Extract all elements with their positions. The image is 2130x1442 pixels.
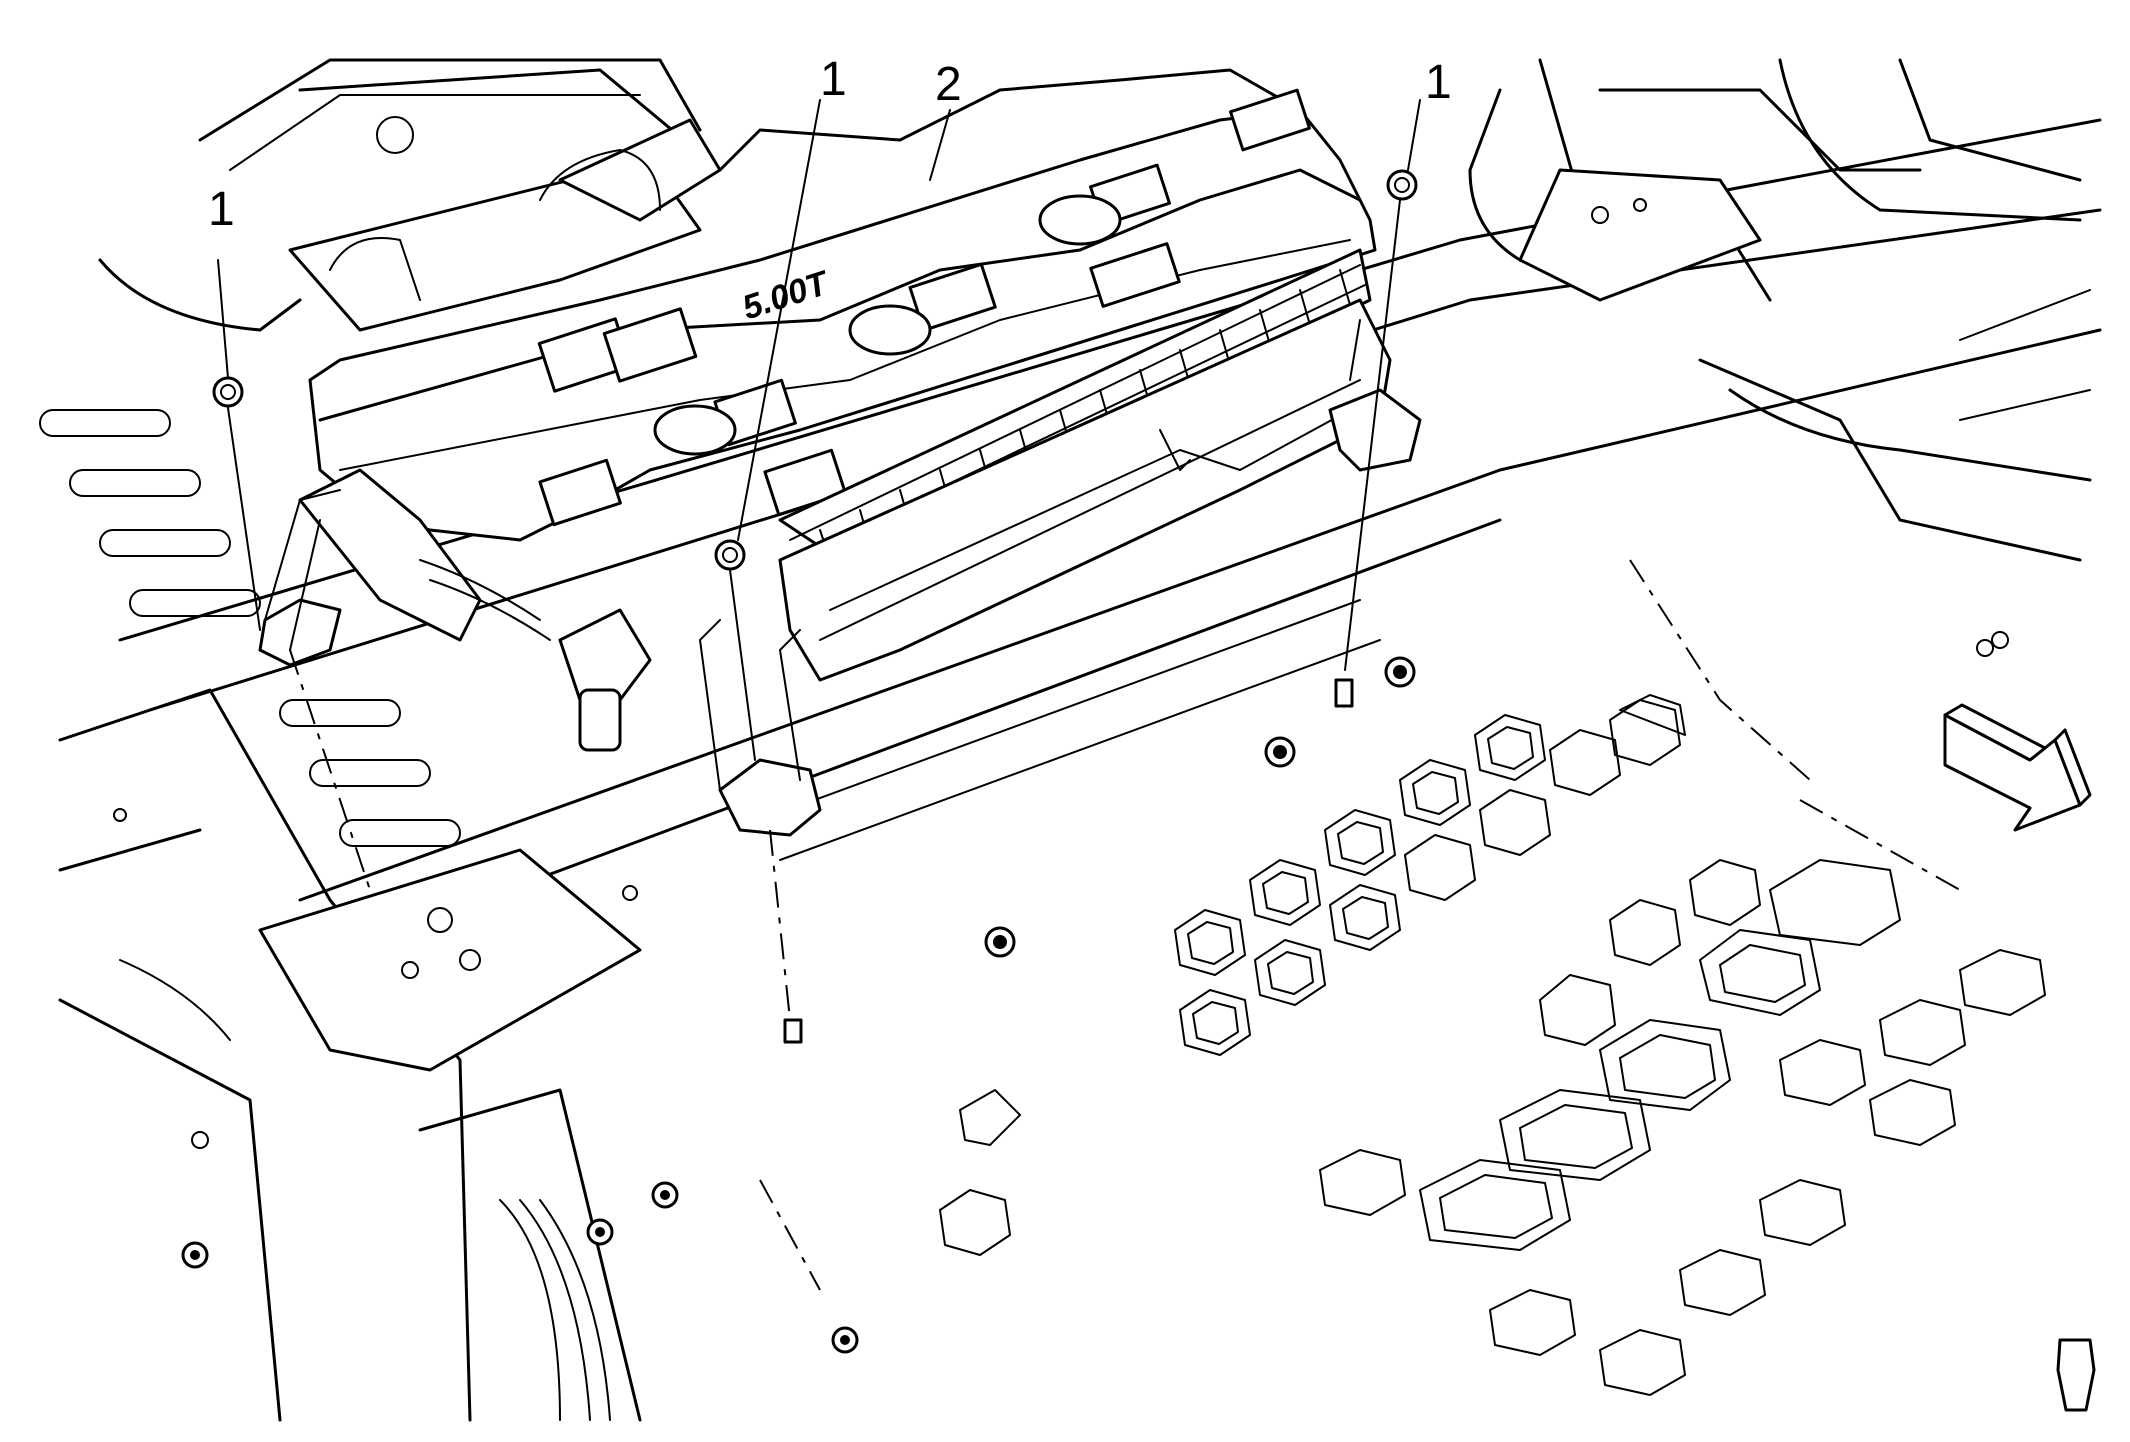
vent-grille — [789, 264, 1366, 561]
callout-module: 2 — [935, 58, 962, 111]
fastener-left — [212, 259, 371, 891]
front-direction-arrow-icon — [1943, 703, 2092, 832]
fastener-center — [714, 99, 821, 1044]
control-module: 5.00T — [258, 68, 1422, 837]
callout-labels: 1 1 2 1 — [208, 53, 1452, 236]
fastener-right — [1334, 99, 1421, 708]
callout-fastener-center: 1 — [820, 53, 847, 106]
floor-pan — [39, 58, 2102, 1422]
slot-panel — [39, 409, 461, 847]
callout-fastener-left: 1 — [208, 183, 235, 236]
fasteners — [212, 99, 1421, 1044]
callout-fastener-right: 1 — [1425, 56, 1452, 109]
hex-pattern-mat — [939, 694, 2046, 1396]
module-leader — [929, 109, 951, 181]
